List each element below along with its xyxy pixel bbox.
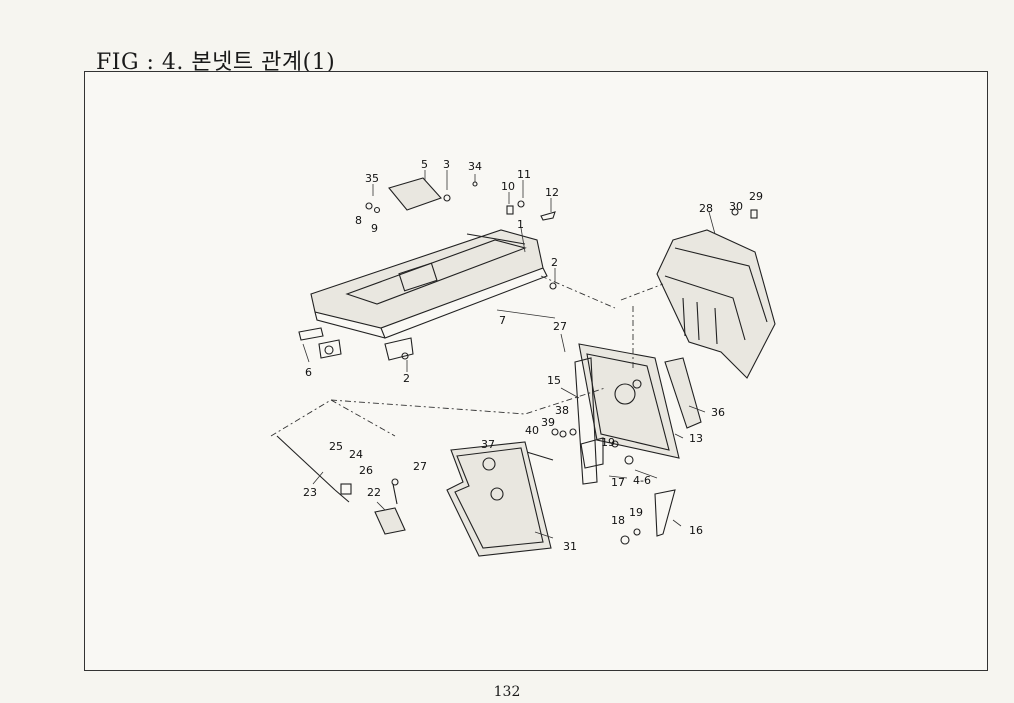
callout-17: 17 [611, 476, 625, 489]
lower-hinges [298, 327, 414, 361]
gas-spring [276, 435, 406, 535]
leader-lines [302, 170, 716, 539]
callout-12: 12 [545, 186, 559, 199]
upper-fasteners [365, 181, 557, 290]
callout-27-upper: 27 [553, 320, 567, 333]
side-frame [578, 343, 680, 459]
bonnet-panel [310, 229, 548, 339]
callout-31: 31 [563, 540, 577, 553]
callout-22: 22 [367, 486, 381, 499]
callout-11: 11 [517, 168, 531, 181]
callout-15: 15 [547, 374, 561, 387]
callout-18: 18 [611, 514, 625, 527]
assembly-dash-lines [270, 275, 664, 437]
callout-5: 5 [421, 158, 428, 171]
callout-23: 23 [303, 486, 317, 499]
callout-2-left: 2 [403, 372, 410, 385]
page-number: 132 [493, 684, 521, 700]
callout-3: 3 [443, 158, 450, 171]
callout-27-lower: 27 [413, 460, 427, 473]
callout-25: 25 [329, 440, 343, 453]
callout-29: 29 [749, 190, 763, 203]
seal-strip [664, 357, 702, 429]
diagram-frame: 35 5 3 34 11 10 12 8 9 1 2 7 6 2 28 30 2… [84, 71, 988, 671]
callout-30: 30 [729, 200, 743, 213]
callout-labels: 35 5 3 34 11 10 12 8 9 1 2 7 6 2 28 30 2… [303, 158, 763, 553]
callout-39: 39 [541, 416, 555, 429]
callout-2-right: 2 [551, 256, 558, 269]
hinge-bracket [551, 357, 634, 485]
callout-19-upper: 19 [601, 436, 615, 449]
callout-38: 38 [555, 404, 569, 417]
plate-part [388, 177, 442, 211]
gasket [446, 441, 552, 557]
callout-34: 34 [468, 160, 482, 173]
callout-16: 16 [689, 524, 703, 537]
callout-13: 13 [689, 432, 703, 445]
callout-8: 8 [355, 214, 362, 227]
callout-28: 28 [699, 202, 713, 215]
callout-35: 35 [365, 172, 379, 185]
callout-7: 7 [499, 314, 506, 327]
callout-10: 10 [501, 180, 515, 193]
callout-40: 40 [525, 424, 539, 437]
callout-4-6: 4-6 [633, 474, 651, 487]
callout-36: 36 [711, 406, 725, 419]
callout-1: 1 [517, 218, 524, 231]
callout-9: 9 [371, 222, 378, 235]
callout-24: 24 [349, 448, 363, 461]
parts-diagram: 35 5 3 34 11 10 12 8 9 1 2 7 6 2 28 30 2… [270, 158, 776, 557]
lower-bracket [620, 489, 676, 545]
callout-19-lower: 19 [629, 506, 643, 519]
callout-6: 6 [305, 366, 312, 379]
rear-cover [656, 208, 776, 379]
callout-26: 26 [359, 464, 373, 477]
callout-37: 37 [481, 438, 495, 451]
figure-title: FIG : 4. 본넷트 관계(1) [96, 50, 336, 75]
